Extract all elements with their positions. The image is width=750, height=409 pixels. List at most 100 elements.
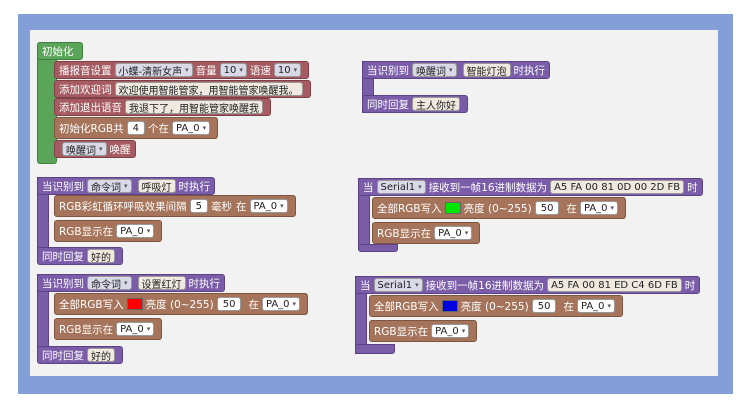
red-word-field[interactable]: 设置红灯 — [137, 276, 186, 291]
serial-port-dropdown[interactable]: Serial1▾ — [373, 278, 423, 292]
wake-reply-row[interactable]: 同时回复 主人你好 — [362, 95, 468, 113]
when-label: 当识别到 — [42, 277, 84, 290]
reply-label: 同时回复 — [367, 98, 409, 111]
volume-dropdown[interactable]: 10▾ — [219, 63, 247, 77]
voice-setting-block[interactable]: 播报音设置 小蝶-清新女声▾ 音量 10▾ 语速 10▾ — [54, 61, 310, 79]
exit-voice-block[interactable]: 添加退出语音 我退下了，用智能管家唤醒我 — [54, 98, 271, 116]
color-swatch[interactable] — [441, 300, 458, 312]
red-reply-row[interactable]: 同时回复 好的 — [37, 346, 123, 364]
when-label: 当 — [363, 181, 374, 194]
serial-blue-header[interactable]: 当 Serial1▾ 接收到一帧16进制数据为 A5 FA 00 81 ED C… — [355, 276, 701, 294]
when-label: 当识别到 — [42, 180, 84, 193]
wake-word-dropdown[interactable]: 唤醒词▾ — [62, 142, 107, 157]
color-swatch[interactable] — [126, 298, 143, 310]
rgb-show-block[interactable]: RGB显示在 PA_0▾ — [54, 220, 163, 242]
reply-label: 同时回复 — [42, 250, 84, 263]
brightness-field[interactable]: 50 — [534, 201, 560, 215]
wake-type-dropdown[interactable]: 唤醒词▾ — [412, 63, 457, 78]
chevron-down-icon: ▾ — [146, 227, 151, 235]
chevron-down-icon: ▾ — [292, 300, 297, 308]
breath-block-header[interactable]: 当识别到 命令词▾ 呼吸灯 时执行 — [37, 177, 216, 195]
write-label: 全部RGB写入 — [59, 298, 124, 311]
when-label: 当识别到 — [367, 64, 409, 77]
rgb-show-block[interactable]: RGB显示在 PA_0▾ — [372, 222, 481, 244]
volume-label: 音量 — [195, 64, 217, 77]
pin-dropdown[interactable]: PA_0▾ — [579, 201, 619, 215]
show-label: RGB显示在 — [59, 225, 114, 238]
wake-block-header[interactable]: 当识别到 唤醒词▾ 智能灯泡 时执行 — [362, 61, 551, 79]
rgb-init-block[interactable]: 初始化RGB共 4 个在 PA_0▾ — [54, 117, 219, 139]
at-label: 在 — [566, 202, 577, 215]
when-label: 当 — [360, 279, 371, 292]
breath-reply-row[interactable]: 同时回复 好的 — [37, 247, 123, 265]
exit-text-field[interactable]: 我退下了，用智能管家唤醒我 — [125, 100, 263, 115]
wake-label: 唤醒 — [109, 143, 131, 156]
pin-dropdown[interactable]: PA_0▾ — [249, 199, 288, 213]
at-label: 在 — [236, 200, 247, 213]
reply-text-field[interactable]: 好的 — [87, 249, 115, 264]
show-pin-dropdown[interactable]: PA_0▾ — [434, 226, 473, 240]
rgb-write-block[interactable]: 全部RGB写入 亮度 (0~255) 50 在 PA_0▾ — [369, 295, 624, 317]
chevron-down-icon: ▾ — [202, 124, 207, 132]
voice-label: 播报音设置 — [59, 64, 112, 77]
show-pin-dropdown[interactable]: PA_0▾ — [116, 224, 155, 238]
show-pin-dropdown[interactable]: PA_0▾ — [431, 324, 470, 338]
serial-green-header[interactable]: 当 Serial1▾ 接收到一帧16进制数据为 A5 FA 00 81 0D 0… — [358, 178, 703, 196]
brightness-label: 亮度 (0~255) — [463, 202, 532, 215]
exec-label: 时执行 — [178, 180, 211, 193]
rgb-write-block[interactable]: 全部RGB写入 亮度 (0~255) 50 在 PA_0▾ — [54, 293, 309, 315]
red-type-dropdown[interactable]: 命令词▾ — [87, 276, 132, 291]
show-label: RGB显示在 — [374, 325, 429, 338]
reply-text-field[interactable]: 主人你好 — [412, 97, 460, 112]
show-label: RGB显示在 — [59, 323, 114, 336]
serial-blue-foot — [355, 344, 395, 354]
at-label: 在 — [248, 298, 259, 311]
welcome-text-field[interactable]: 欢迎使用智能管家，用智能管家唤醒我。 — [114, 82, 303, 97]
rgb-count-field[interactable]: 4 — [126, 121, 146, 135]
hex-field[interactable]: A5 FA 00 81 ED C4 6D FB — [547, 278, 682, 292]
red-block-header[interactable]: 当识别到 命令词▾ 设置红灯 时执行 — [37, 274, 226, 292]
rgb-show-block[interactable]: RGB显示在 PA_0▾ — [54, 318, 163, 340]
chevron-down-icon: ▾ — [99, 145, 103, 153]
show-pin-dropdown[interactable]: PA_0▾ — [116, 322, 155, 336]
exec-label: 时 — [684, 279, 696, 292]
chevron-down-icon: ▾ — [607, 302, 612, 310]
wake-word-field[interactable]: 智能灯泡 — [462, 63, 511, 78]
init-block-header[interactable]: 初始化 — [37, 42, 83, 60]
rgb-pin-dropdown[interactable]: PA_0▾ — [172, 121, 211, 135]
exec-label: 时执行 — [188, 277, 221, 290]
speed-dropdown[interactable]: 10▾ — [273, 63, 302, 77]
brightness-field[interactable]: 50 — [216, 297, 242, 311]
breath-type-dropdown[interactable]: 命令词▾ — [87, 179, 132, 194]
wake-word-block[interactable]: 唤醒词▾ 唤醒 — [54, 140, 136, 158]
chevron-down-icon: ▾ — [464, 229, 469, 237]
breath-word-field[interactable]: 呼吸灯 — [137, 179, 176, 194]
serial-port-dropdown[interactable]: Serial1▾ — [376, 180, 426, 194]
hex-field[interactable]: A5 FA 00 81 0D 00 2D FB — [550, 180, 685, 194]
chevron-down-icon: ▾ — [610, 204, 615, 212]
rgb-write-block[interactable]: 全部RGB写入 亮度 (0~255) 50 在 PA_0▾ — [372, 197, 627, 219]
chevron-down-icon: ▾ — [449, 66, 453, 74]
pin-dropdown[interactable]: PA_0▾ — [576, 299, 616, 313]
recv-label: 接收到一帧16进制数据为 — [425, 279, 545, 292]
brightness-label: 亮度 (0~255) — [460, 300, 529, 313]
rgb-show-block[interactable]: RGB显示在 PA_0▾ — [369, 320, 478, 342]
interval-field[interactable]: 5 — [189, 199, 209, 213]
pin-dropdown[interactable]: PA_0▾ — [261, 297, 301, 311]
rainbow-breath-block[interactable]: RGB彩虹循环呼吸效果间隔 5 毫秒 在 PA_0▾ — [54, 195, 296, 217]
voice-dropdown[interactable]: 小蝶-清新女声▾ — [114, 63, 193, 78]
write-label: 全部RGB写入 — [377, 202, 442, 215]
at-label: 在 — [563, 300, 574, 313]
blockly-workspace[interactable]: 初始化 播报音设置 小蝶-清新女声▾ 音量 10▾ 语速 10▾ 添加欢迎词 欢… — [30, 30, 718, 376]
init-title: 初始化 — [42, 45, 74, 58]
color-swatch[interactable] — [444, 202, 461, 214]
exec-label: 时 — [687, 181, 698, 194]
chevron-down-icon: ▾ — [146, 325, 151, 333]
chevron-down-icon: ▾ — [185, 66, 189, 74]
rgb-pin-label: 个在 — [148, 122, 170, 135]
serial-green-foot — [358, 244, 398, 252]
chevron-down-icon: ▾ — [124, 279, 128, 287]
brightness-field[interactable]: 50 — [531, 299, 557, 313]
reply-text-field[interactable]: 好的 — [87, 348, 115, 363]
welcome-block[interactable]: 添加欢迎词 欢迎使用智能管家，用智能管家唤醒我。 — [54, 80, 311, 98]
